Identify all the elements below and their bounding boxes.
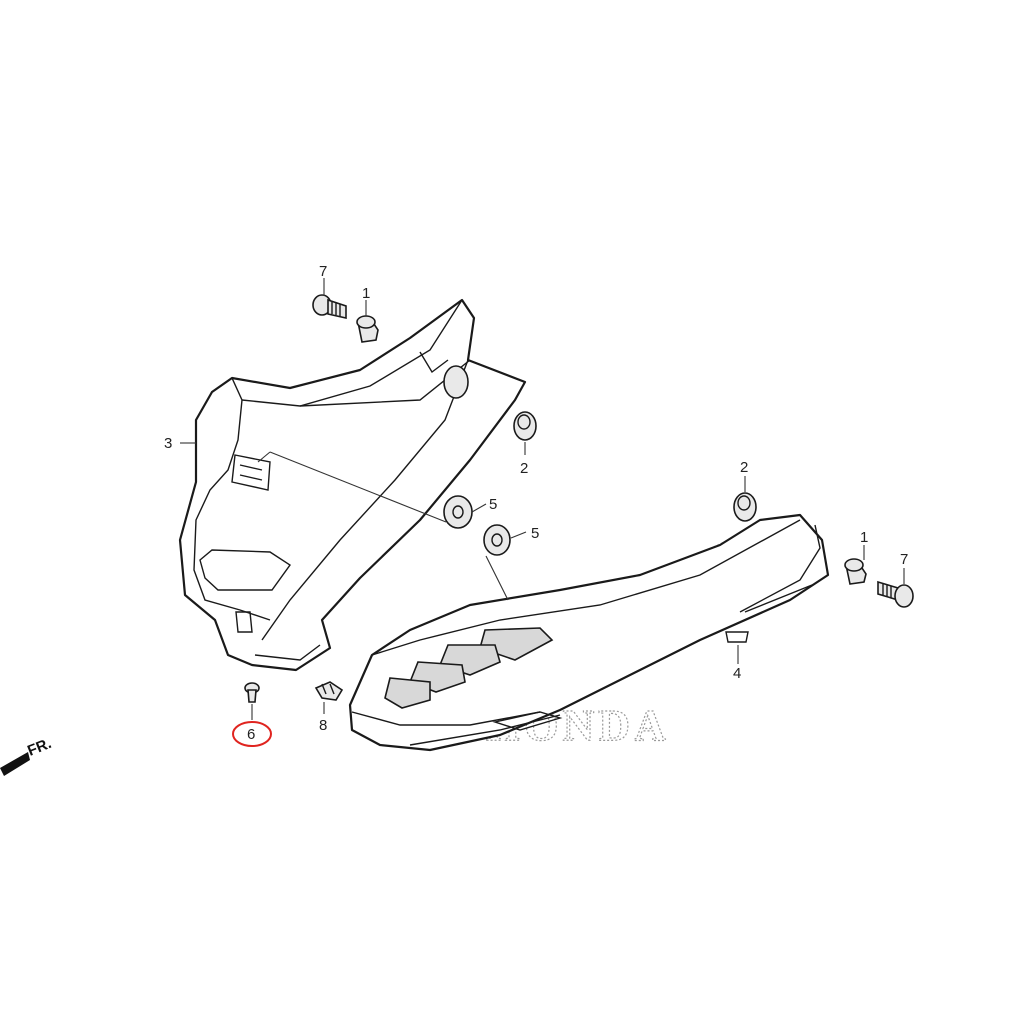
callout-labels: 7 1 3 2 5 5 2 1 7 4 6 8: [164, 263, 908, 743]
callout-3: 3: [164, 435, 172, 452]
part-5-washer-lower: [483, 524, 511, 556]
callout-8: 8: [319, 717, 327, 734]
callout-6: 6: [247, 726, 255, 743]
part-5-washer-upper: [443, 495, 473, 529]
highlight-circle: [232, 721, 272, 747]
callout-4: 4: [733, 665, 741, 682]
callout-1-left: 1: [362, 285, 370, 302]
part-6-screw: [244, 682, 260, 703]
mount-boss: [443, 365, 469, 399]
part-7-bolt-right: [877, 580, 914, 608]
callout-5-upper: 5: [489, 496, 497, 513]
part-4-lower-cowl: [348, 513, 830, 752]
part-2-grommet-left: [513, 411, 537, 441]
callout-2-left: 2: [520, 460, 528, 477]
callout-7-right: 7: [900, 551, 908, 568]
part-1-collar-right: [844, 558, 867, 585]
part-8-clip: [314, 681, 344, 701]
front-label: FR.: [25, 735, 54, 760]
callout-7-left: 7: [319, 263, 327, 280]
part-2-grommet-right: [733, 492, 757, 522]
leader-lines: [180, 278, 905, 720]
front-direction-indicator: FR.: [0, 735, 54, 776]
callout-2-right: 2: [740, 459, 748, 476]
part-1-collar-left: [356, 315, 379, 343]
front-arrow-icon: [0, 752, 30, 776]
part-7-bolt-left: [312, 294, 347, 319]
callout-5-lower: 5: [531, 525, 539, 542]
callout-1-right: 1: [860, 529, 868, 546]
